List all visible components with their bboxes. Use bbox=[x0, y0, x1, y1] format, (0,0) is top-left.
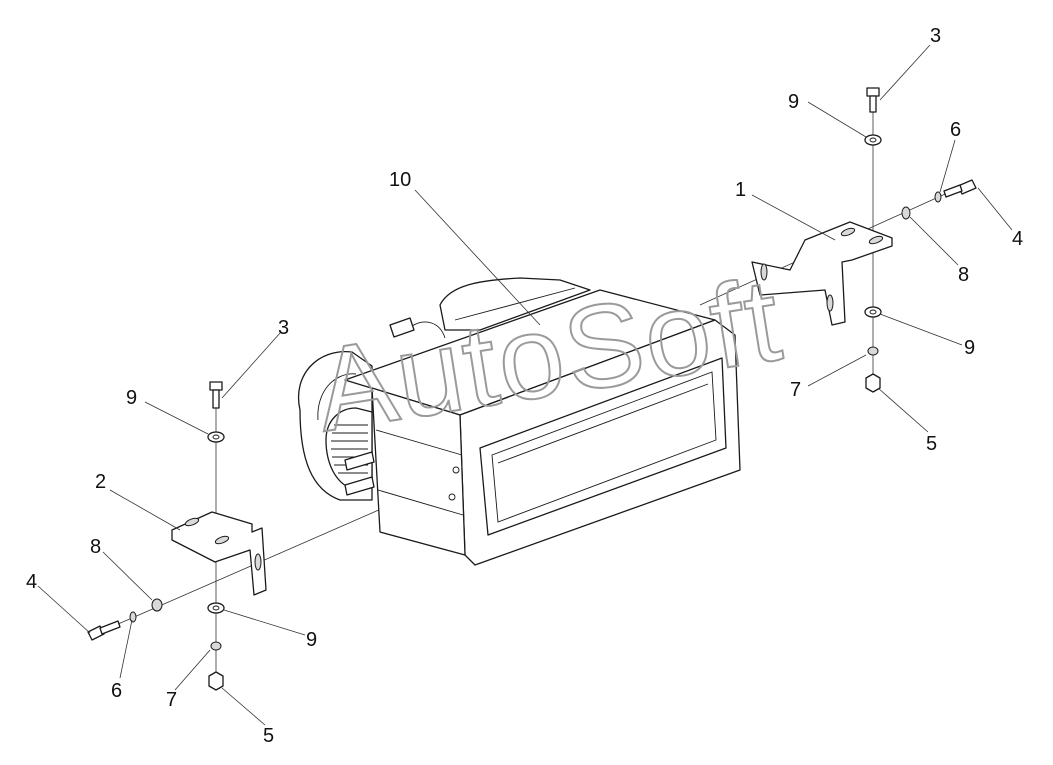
callout-9-left-top: 9 bbox=[126, 387, 137, 409]
callout-7-right: 7 bbox=[790, 379, 801, 401]
nut-left bbox=[208, 671, 224, 691]
callout-2: 2 bbox=[95, 471, 106, 493]
washer-right-top bbox=[864, 134, 882, 146]
bolt-head-right bbox=[866, 87, 880, 97]
callout-3-left: 3 bbox=[278, 317, 289, 339]
pipe-lower bbox=[344, 476, 375, 496]
callout-8-left: 8 bbox=[90, 536, 101, 558]
fasteners-left bbox=[87, 381, 225, 691]
lockwasher-left-horizontal bbox=[129, 611, 137, 623]
lockwasher-right bbox=[867, 346, 879, 356]
nut-right bbox=[865, 373, 881, 393]
callout-5-right: 5 bbox=[926, 433, 937, 455]
callout-9-right-top: 9 bbox=[788, 91, 799, 113]
lockwasher-left bbox=[210, 641, 222, 651]
heater-unit bbox=[297, 277, 741, 566]
washer-left-top bbox=[207, 431, 225, 443]
fan-wheel bbox=[325, 407, 373, 489]
fasteners-right bbox=[864, 87, 977, 393]
housing-side-face bbox=[371, 387, 466, 556]
leader-lines bbox=[37, 44, 1013, 726]
callout-10: 10 bbox=[389, 169, 411, 191]
callout-1: 1 bbox=[735, 179, 746, 201]
bracket-left-body bbox=[171, 511, 267, 596]
washer-left-horizontal bbox=[151, 598, 163, 612]
callout-9-right-bottom: 9 bbox=[964, 337, 975, 359]
callout-5-left: 5 bbox=[263, 725, 274, 747]
callout-9-left-bottom: 9 bbox=[306, 629, 317, 651]
callout-3-right: 3 bbox=[930, 25, 941, 47]
bracket-right bbox=[751, 221, 893, 326]
lockwasher-right-horizontal bbox=[934, 191, 942, 203]
bracket-right-body bbox=[751, 221, 893, 326]
washer-right-bottom bbox=[864, 306, 882, 318]
callout-7-left: 7 bbox=[166, 689, 177, 711]
bolt-shank-right bbox=[869, 95, 877, 113]
outlet-grille bbox=[479, 357, 727, 536]
callout-6-left: 6 bbox=[111, 680, 122, 702]
washer-left-bottom bbox=[207, 602, 225, 614]
washer-right-horizontal bbox=[901, 206, 911, 220]
bracket-left bbox=[171, 511, 267, 596]
callout-4-right: 4 bbox=[1012, 228, 1023, 250]
callout-labels: 3 9 6 10 1 4 8 9 7 5 3 9 2 8 4 9 6 7 5 bbox=[26, 25, 1023, 747]
bolt-shank-left bbox=[212, 389, 220, 409]
callout-6-right: 6 bbox=[950, 119, 961, 141]
callout-8-right: 8 bbox=[958, 264, 969, 286]
wire-connector bbox=[389, 317, 415, 338]
bolt-head-left bbox=[209, 381, 223, 391]
pipe-upper bbox=[344, 451, 375, 471]
callout-4-left: 4 bbox=[26, 571, 37, 593]
